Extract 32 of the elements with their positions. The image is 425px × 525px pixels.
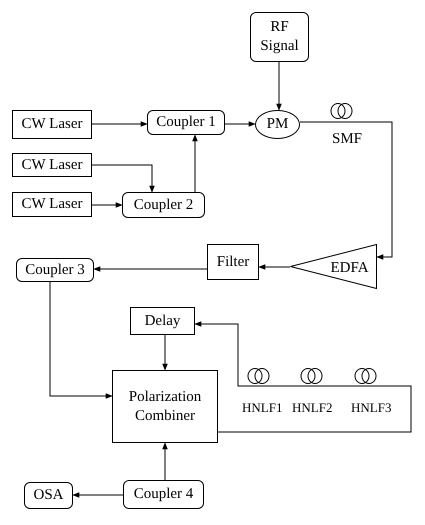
arrow <box>72 492 124 498</box>
combiner-box: Polarization Combiner <box>112 370 218 443</box>
arrow <box>194 321 412 432</box>
arrow <box>92 202 123 208</box>
delay-box: Delay <box>130 307 195 335</box>
laser-box: CW Laser <box>12 153 92 177</box>
fiber-label: HNLF2 <box>292 399 332 417</box>
arrow <box>92 121 148 127</box>
arrow <box>162 334 168 371</box>
coupler-box: Coupler 3 <box>16 258 94 282</box>
arrow <box>162 442 168 480</box>
analyzer-box: OSA <box>24 482 73 509</box>
fiber-label: HNLF1 <box>242 399 282 417</box>
laser-box: CW Laser <box>12 192 92 217</box>
laser-box: CW Laser <box>12 110 92 139</box>
fiber-label: HNLF3 <box>351 399 392 417</box>
arrow <box>92 164 155 193</box>
arrow <box>276 62 282 111</box>
arrow <box>258 264 290 270</box>
amplifier-triangle: EDFA <box>290 244 377 289</box>
modulator-ellipse: PM <box>255 110 300 139</box>
arrow <box>93 266 208 272</box>
filter-box: Filter <box>207 244 259 280</box>
signal-source-box: RF Signal <box>250 12 309 62</box>
arrow <box>192 134 198 192</box>
arrow <box>50 282 113 399</box>
coupler-box: Coupler 4 <box>123 480 204 509</box>
arrow <box>224 121 256 127</box>
coupler-box: Coupler 1 <box>147 110 225 135</box>
coupler-box: Coupler 2 <box>122 192 205 218</box>
arrow <box>300 122 392 260</box>
fiber-label: SMF <box>332 130 362 149</box>
